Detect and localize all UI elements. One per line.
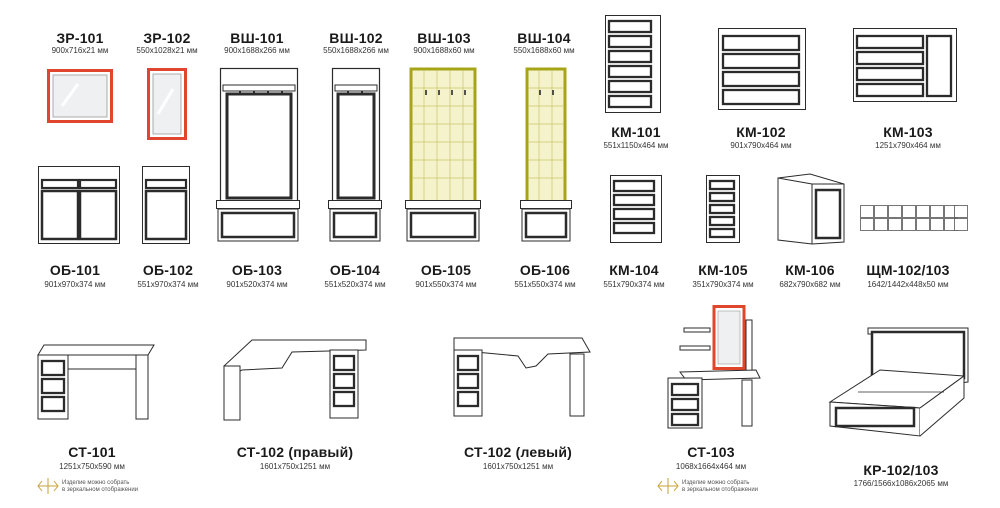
note-line-2: в зеркальном отображении: [682, 487, 759, 493]
product-code: СТ-102 (правый): [236, 444, 354, 460]
product-code: ОБ-106: [519, 262, 571, 278]
product-dimensions: 1601x750x1251 мм: [259, 462, 331, 471]
dressing-table-icon: [667, 305, 761, 429]
shoe-cabinet-icon: [142, 166, 190, 244]
product-code: СТ-103: [687, 444, 735, 460]
note-line-2: в зеркальном отображении: [62, 487, 139, 493]
product-code: ЩМ-102/103: [866, 262, 950, 278]
hanger-panel-icon: [525, 67, 567, 205]
product-code: КР-102/103: [863, 462, 939, 478]
bench-icon: [405, 200, 481, 242]
product-code: ВШ-103: [417, 30, 471, 46]
product-dimensions: 900x1688x60 мм: [413, 46, 475, 55]
shoe-cabinet-icon: [38, 166, 120, 244]
bench-icon: [216, 200, 300, 242]
headboard-panel-icon: [860, 205, 968, 231]
drawer-chest-icon: [706, 175, 740, 243]
product-code: ОБ-101: [49, 262, 101, 278]
product-dimensions: 1642/1442x448x50 мм: [867, 280, 949, 289]
corner-desk-icon: [453, 337, 591, 417]
product-dimensions: 550x1688x60 мм: [513, 46, 575, 55]
note-line-1: Изделие можно собрать: [62, 480, 130, 486]
drawer-chest-icon: [605, 15, 661, 113]
product-dimensions: 901x550x374 мм: [415, 280, 477, 289]
hanger-panel-icon: [409, 67, 477, 205]
note-line-1: Изделие можно собрать: [682, 480, 750, 486]
product-dimensions: 351x790x374 мм: [692, 280, 754, 289]
product-code: ВШ-102: [329, 30, 383, 46]
product-dimensions: 900x716x21 мм: [51, 46, 109, 55]
product-dimensions: 901x520x374 мм: [226, 280, 288, 289]
hanger-panel-icon: [219, 67, 299, 205]
product-dimensions: 901x790x464 мм: [730, 141, 792, 150]
drawer-chest-icon: [718, 28, 806, 110]
product-code: ОБ-103: [231, 262, 283, 278]
mirror-assembly-note: Изделие можно собрать в зеркальном отобр…: [682, 480, 758, 494]
mirror-assembly-icon: [37, 478, 59, 494]
product-dimensions: 551x970x374 мм: [137, 280, 199, 289]
product-dimensions: 1251x790x464 мм: [875, 141, 941, 150]
product-code: ОБ-105: [420, 262, 472, 278]
corner-desk-icon: [223, 339, 367, 421]
product-dimensions: 1601x750x1251 мм: [482, 462, 554, 471]
product-code: КМ-104: [609, 262, 659, 278]
product-code: ОБ-104: [329, 262, 381, 278]
product-code: ВШ-104: [517, 30, 571, 46]
product-dimensions: 901x970x374 мм: [44, 280, 106, 289]
product-dimensions: 1068x1664x464 мм: [675, 462, 747, 471]
product-dimensions: 1251x750x590 мм: [59, 462, 125, 471]
product-code: КМ-105: [698, 262, 748, 278]
hanger-panel-icon: [331, 67, 381, 205]
mirror-assembly-icon: [657, 478, 679, 494]
product-dimensions: 1766/1566x1086x2065 мм: [853, 479, 949, 488]
product-code: ОБ-102: [142, 262, 194, 278]
drawer-chest-icon: [853, 28, 957, 102]
product-code: СТ-101: [68, 444, 116, 460]
bed-icon: [828, 327, 969, 437]
product-code: КМ-106: [785, 262, 835, 278]
product-dimensions: 551x520x374 мм: [324, 280, 386, 289]
mirror-icon: [47, 69, 113, 123]
bench-icon: [520, 200, 572, 242]
product-code: ЗР-101: [56, 30, 104, 46]
mirror-icon: [147, 68, 187, 140]
desk-icon: [37, 344, 155, 420]
product-dimensions: 550x1028x21 мм: [136, 46, 198, 55]
mirror-assembly-note: Изделие можно собрать в зеркальном отобр…: [62, 480, 138, 494]
product-code: ЗР-102: [143, 30, 191, 46]
product-code: КМ-103: [883, 124, 933, 140]
bench-icon: [328, 200, 382, 242]
product-dimensions: 551x1150x464 мм: [603, 141, 669, 150]
product-code: КМ-101: [611, 124, 661, 140]
product-dimensions: 551x790x374 мм: [603, 280, 665, 289]
product-dimensions: 551x550x374 мм: [514, 280, 576, 289]
product-dimensions: 550x1688x266 мм: [323, 46, 389, 55]
product-dimensions: 900x1688x266 мм: [224, 46, 290, 55]
product-dimensions: 682x790x682 мм: [779, 280, 841, 289]
drawer-chest-icon: [610, 175, 662, 243]
product-code: КМ-102: [736, 124, 786, 140]
product-code: ВШ-101: [230, 30, 284, 46]
product-code: СТ-102 (левый): [463, 444, 573, 460]
corner-cabinet-icon: [777, 173, 845, 245]
